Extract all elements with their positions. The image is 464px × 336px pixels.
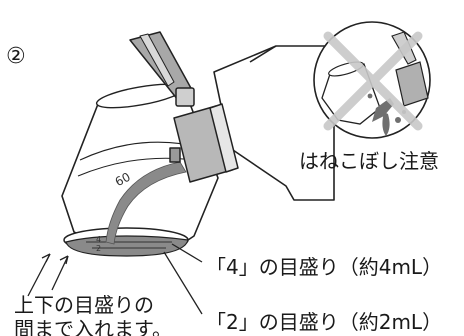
scale-label-60: 60 [113,170,133,190]
mark-2-label: 「2」の目盛り（約2mL） [206,310,443,334]
bottle-icon [213,45,335,201]
fill-instruction-line2: 間まで入れます。 [14,317,172,336]
cap-icon [129,31,239,183]
pour-stream [105,161,187,245]
scale-label-4: 4 [96,235,101,244]
splash-warning-caption: はねこぼし注意 [299,149,439,173]
leader-lines [27,243,203,315]
splash-warning-icon [313,21,431,139]
scale-label-2: 2 [96,244,101,253]
fill-instruction-line1: 上下の目盛りの [14,293,154,317]
mark-4-label: 「4」の目盛り（約4mL） [206,255,443,279]
step-number: ② [6,44,26,69]
cross-mark-icon [323,31,423,131]
